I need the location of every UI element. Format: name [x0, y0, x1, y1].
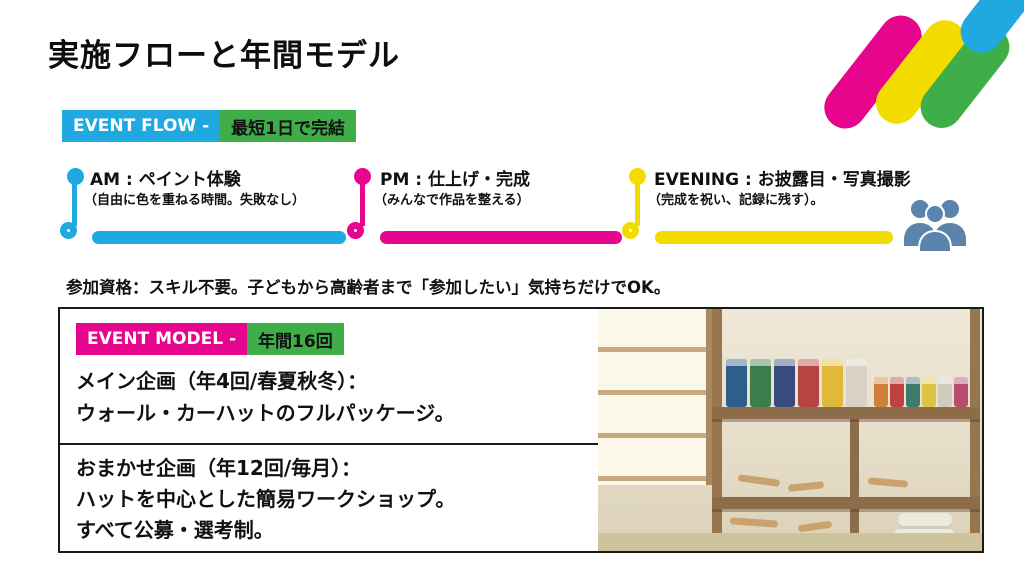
- paint-jar: [798, 359, 819, 407]
- event-flow-badge: EVENT FLOW - 最短1日で完結: [62, 110, 356, 142]
- timeline-ring-am: [60, 222, 77, 239]
- step-am-title: AM : ペイント体験: [90, 170, 241, 190]
- shelf-plank: [712, 407, 980, 419]
- paint-jar: [922, 377, 936, 407]
- paint-jar: [774, 359, 795, 407]
- cloth-roll: [898, 513, 952, 529]
- paint-brush: [797, 520, 833, 533]
- eligibility-text: 参加資格：スキル不要。子どもから高齢者まで「参加したい」気持ちだけでOK。: [66, 278, 671, 297]
- timeline-stroke-pm: [380, 231, 622, 244]
- omakase-plan-text: おまかせ企画（年12回/毎月）： ハットを中心とした簡易ワークショップ。 すべて…: [76, 453, 455, 546]
- paint-jar: [822, 359, 843, 407]
- step-am-subtitle: （自由に色を重ねる時間。失敗なし）: [84, 193, 306, 208]
- shelf-post: [712, 309, 722, 551]
- timeline-dot-evening: [629, 168, 646, 185]
- timeline-stroke-evening: [655, 231, 893, 244]
- paint-brush: [787, 481, 825, 492]
- paint-jar: [750, 359, 771, 407]
- paint-brush: [737, 474, 781, 487]
- timeline-stroke-am: [92, 231, 346, 244]
- paint-studio-photo: [598, 309, 982, 551]
- paint-jar: [726, 359, 747, 407]
- paint-jar: [846, 359, 867, 407]
- step-pm-subtitle: （みんなで作品を整える）: [374, 193, 530, 208]
- timeline-dot-am: [67, 168, 84, 185]
- paint-jar: [874, 377, 888, 407]
- shelf-post: [970, 309, 980, 551]
- main-plan-line1: メイン企画（年4回/春夏秋冬）：: [76, 369, 368, 393]
- timeline-ring-evening: [622, 222, 639, 239]
- model-divider: [60, 443, 602, 445]
- event-model-badge: EVENT MODEL - 年間16回: [76, 323, 344, 355]
- timeline-ring-pm: [347, 222, 364, 239]
- event-model-highlight: 年間16回: [247, 323, 344, 355]
- timeline-dot-pm: [354, 168, 371, 185]
- group-people-icon: [904, 200, 966, 253]
- step-pm-title: PM : 仕上げ・完成: [380, 170, 531, 190]
- event-flow-label: EVENT FLOW -: [62, 110, 221, 142]
- paint-brush: [867, 477, 909, 488]
- omakase-plan-line3: すべて公募・選考制。: [76, 518, 274, 542]
- event-model-label: EVENT MODEL -: [76, 323, 248, 355]
- shelf-plank: [712, 497, 980, 509]
- paint-jar: [906, 377, 920, 407]
- window: [598, 309, 712, 485]
- timeline-connector-am: [72, 180, 77, 226]
- omakase-plan-line1: おまかせ企画（年12回/毎月）：: [76, 456, 362, 480]
- paint-jar: [890, 377, 904, 407]
- paint-jar: [938, 377, 952, 407]
- paint-jar: [954, 377, 968, 407]
- event-model-box: EVENT MODEL - 年間16回 メイン企画（年4回/春夏秋冬）： ウォー…: [58, 307, 984, 553]
- main-plan-text: メイン企画（年4回/春夏秋冬）： ウォール・カーハットのフルパッケージ。: [76, 365, 455, 429]
- shelf-divider: [850, 409, 859, 551]
- paint-brush: [729, 517, 779, 528]
- main-plan-line2: ウォール・カーハットのフルパッケージ。: [76, 401, 455, 425]
- step-evening-subtitle: （完成を祝い、記録に残す）。: [648, 193, 824, 208]
- floor: [598, 533, 982, 551]
- page-title: 実施フローと年間モデル: [48, 38, 400, 74]
- timeline-connector-pm: [360, 180, 365, 226]
- event-flow-highlight: 最短1日で完結: [220, 110, 356, 142]
- timeline-connector-evening: [635, 180, 640, 226]
- step-evening-title: EVENING : お披露目・写真撮影: [654, 170, 911, 190]
- omakase-plan-line2: ハットを中心とした簡易ワークショップ。: [76, 487, 456, 511]
